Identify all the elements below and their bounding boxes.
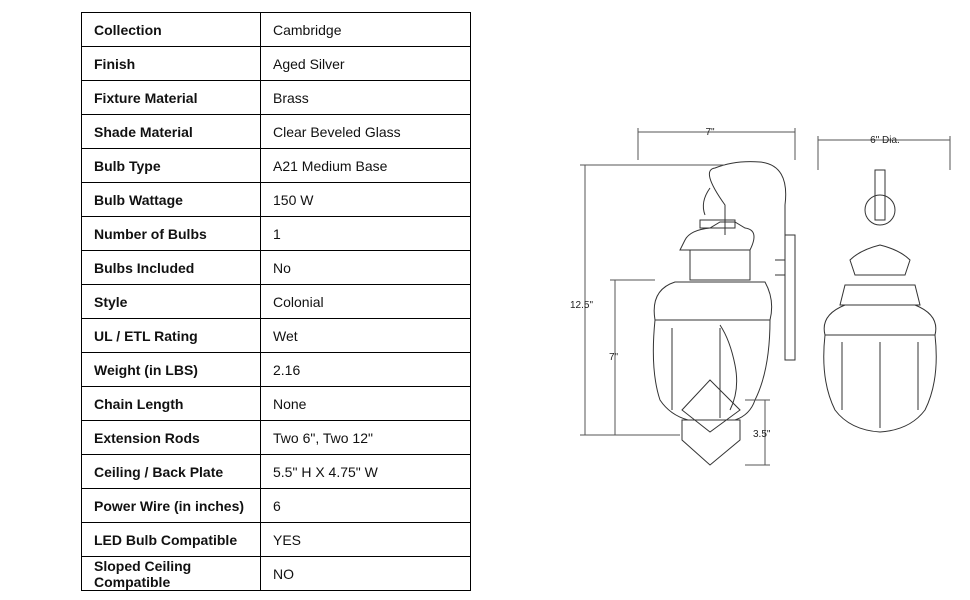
spec-label: Finish <box>81 46 261 81</box>
dimension-height-glass-label: 7" <box>609 352 619 363</box>
spec-value: Colonial <box>260 284 471 319</box>
spec-label: Bulb Type <box>81 148 261 183</box>
spec-label: Bulb Wattage <box>81 182 261 217</box>
spec-label: Number of Bulbs <box>81 216 261 251</box>
dimension-diameter-label: 6" Dia. <box>870 135 900 146</box>
spec-label: Fixture Material <box>81 80 261 115</box>
dimension-width-label: 7" <box>705 127 715 138</box>
spec-value: None <box>260 386 471 421</box>
spec-value: 2.16 <box>260 352 471 387</box>
spec-value: 150 W <box>260 182 471 217</box>
spec-label: Ceiling / Back Plate <box>81 454 261 489</box>
spec-value: Aged Silver <box>260 46 471 81</box>
spec-value: YES <box>260 522 471 557</box>
spec-label: Bulbs Included <box>81 250 261 285</box>
dimension-bottom-label: 3.5" <box>753 429 771 440</box>
front-view <box>823 169 937 433</box>
spec-value: 1 <box>260 216 471 251</box>
spec-label: Chain Length <box>81 386 261 421</box>
spec-row: Weight (in LBS)2.16 <box>81 352 471 387</box>
spec-label: UL / ETL Rating <box>81 318 261 353</box>
spec-value: Brass <box>260 80 471 115</box>
spec-value: No <box>260 250 471 285</box>
dimension-height-total-label: 12.5" <box>570 300 593 311</box>
spec-value: Clear Beveled Glass <box>260 114 471 149</box>
spec-value: 5.5" H X 4.75" W <box>260 454 471 489</box>
spec-label: Sloped Ceiling Compatible <box>81 556 261 591</box>
spec-value: Wet <box>260 318 471 353</box>
side-view <box>652 161 796 466</box>
spec-label: Collection <box>81 12 261 47</box>
spec-value: Two 6", Two 12" <box>260 420 471 455</box>
spec-row: Power Wire (in inches)6 <box>81 488 471 523</box>
spec-label: Power Wire (in inches) <box>81 488 261 523</box>
front-view-dimensions <box>817 136 951 170</box>
spec-value: A21 Medium Base <box>260 148 471 183</box>
spec-value: 6 <box>260 488 471 523</box>
fixture-dimension-drawing: 7" 12.5" 7" 3.5" 6" Dia. <box>570 127 951 466</box>
spec-label: Extension Rods <box>81 420 261 455</box>
spec-label: Weight (in LBS) <box>81 352 261 387</box>
side-view-dimensions <box>580 128 796 466</box>
spec-label: LED Bulb Compatible <box>81 522 261 557</box>
spec-value: NO <box>260 556 471 591</box>
spec-label: Shade Material <box>81 114 261 149</box>
spec-value: Cambridge <box>260 12 471 47</box>
spec-label: Style <box>81 284 261 319</box>
